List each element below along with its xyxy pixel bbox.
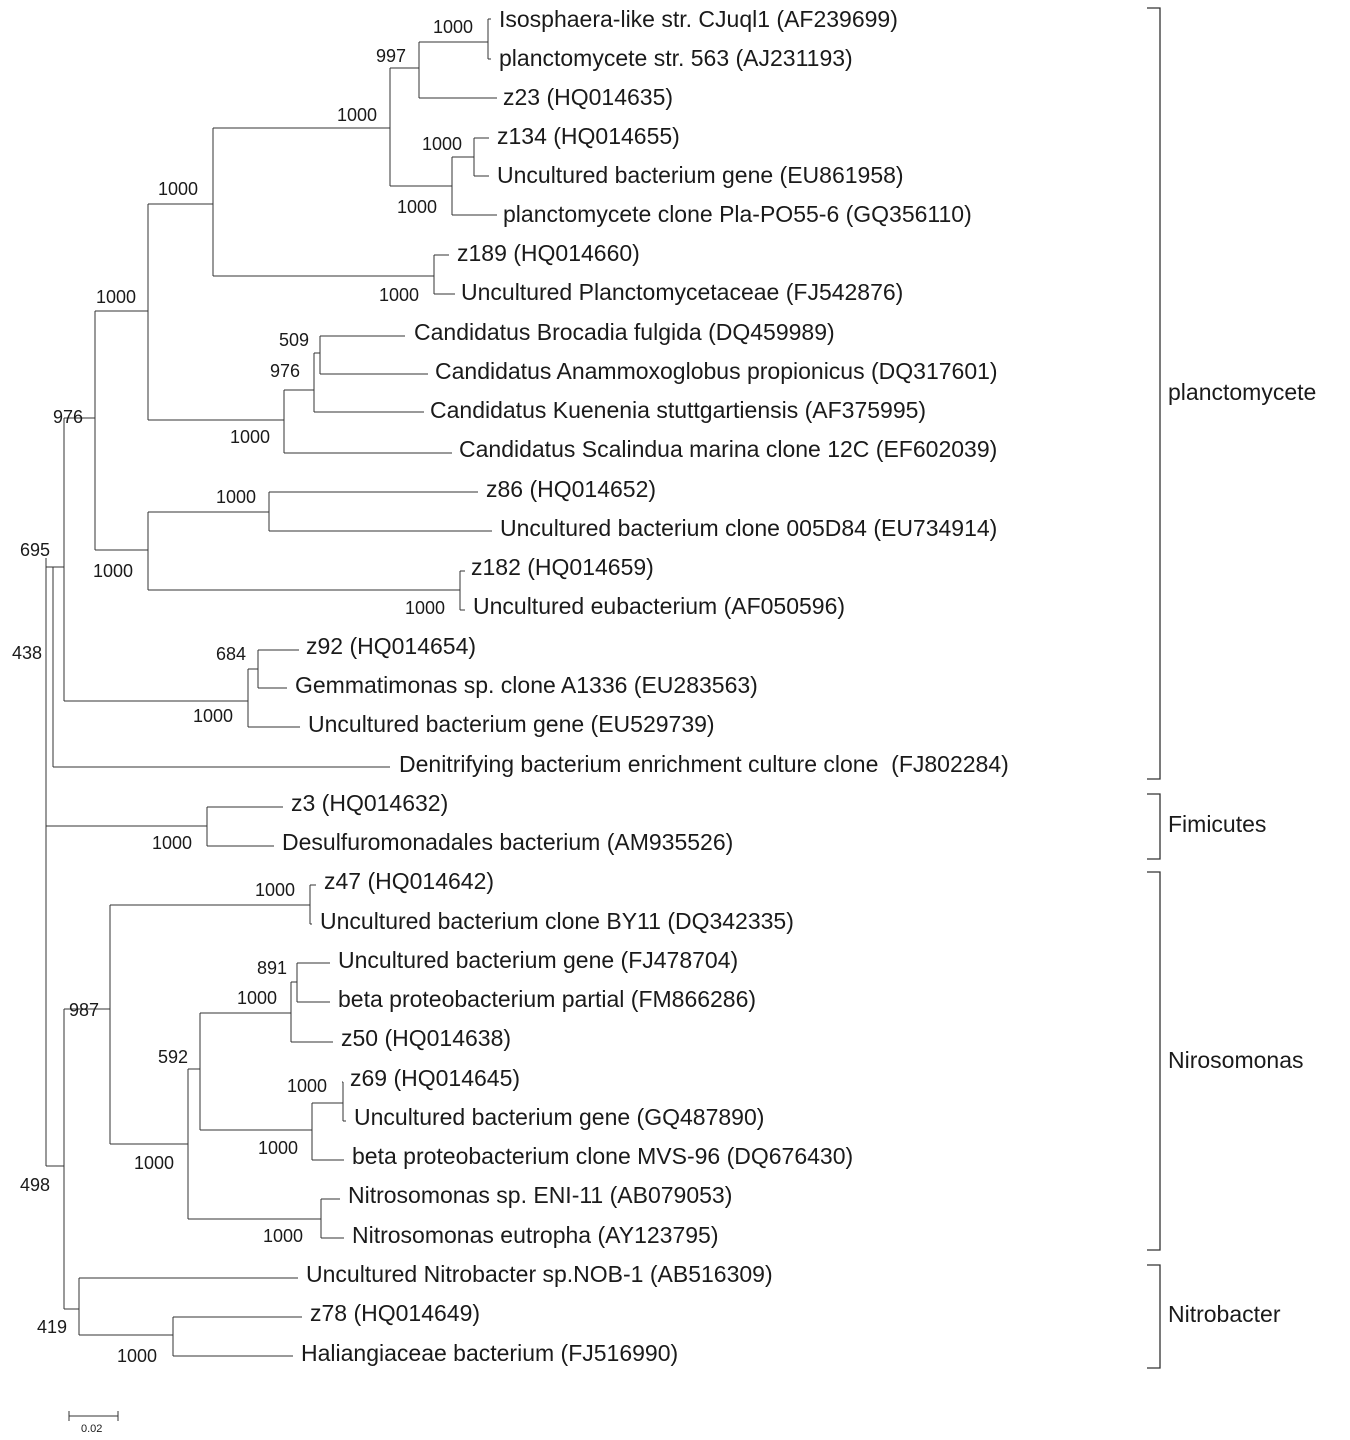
bootstrap-value: 1000 (134, 1153, 174, 1173)
bootstrap-value: 1000 (96, 287, 136, 307)
taxon-label: Nitrosomonas sp. ENI-11 (AB079053) (348, 1182, 732, 1208)
group-bracket (1147, 1264, 1161, 1369)
bootstrap-value: 592 (158, 1047, 188, 1067)
taxon-label: z86 (HQ014652) (486, 476, 656, 502)
taxon-label: Candidatus Scalindua marina clone 12C (E… (459, 436, 997, 462)
bootstrap-value: 1000 (397, 197, 437, 217)
bootstrap-value: 1000 (93, 561, 133, 581)
bootstrap-value: 438 (12, 643, 42, 663)
bootstrap-value: 997 (376, 46, 406, 66)
taxon-label: Uncultured Nitrobacter sp.NOB-1 (AB51630… (306, 1261, 773, 1287)
bootstrap-value: 1000 (255, 880, 295, 900)
bootstrap-value: 498 (20, 1175, 50, 1195)
group-brackets: planctomycete Fimicutes Nirosomonas Nitr… (1147, 7, 1316, 1369)
taxon-label: Candidatus Brocadia fulgida (DQ459989) (414, 319, 835, 345)
bootstrap-value: 1000 (152, 833, 192, 853)
taxon-label: z69 (HQ014645) (350, 1065, 520, 1091)
taxon-label: Uncultured bacterium gene (FJ478704) (338, 947, 738, 973)
taxon-label: Candidatus Anammoxoglobus propionicus (D… (435, 358, 998, 384)
tree-branches (45, 18, 497, 1357)
taxon-label: beta proteobacterium partial (FM866286) (338, 986, 756, 1012)
taxon-label: z47 (HQ014642) (324, 868, 494, 894)
scale-bar: 0.02 (68, 1411, 119, 1435)
taxon-label: Uncultured eubacterium (AF050596) (473, 593, 845, 619)
taxon-label: Desulfuromonadales bacterium (AM935526) (282, 829, 733, 855)
group-bracket (1147, 871, 1161, 1251)
scale-bar-label: 0.02 (81, 1423, 102, 1435)
taxon-label: planctomycete clone Pla-PO55-6 (GQ356110… (503, 201, 972, 227)
bootstrap-value: 976 (53, 407, 83, 427)
bootstrap-value: 1000 (216, 487, 256, 507)
group-label: Nitrobacter (1168, 1301, 1281, 1327)
bootstrap-value: 1000 (237, 988, 277, 1008)
taxon-label: Uncultured bacterium gene (EU861958) (497, 162, 904, 188)
taxon-label: z3 (HQ014632) (291, 790, 448, 816)
bootstrap-value: 695 (20, 540, 50, 560)
taxon-label: z92 (HQ014654) (306, 633, 476, 659)
bootstrap-value: 1000 (258, 1138, 298, 1158)
taxon-label: Gemmatimonas sp. clone A1336 (EU283563) (295, 672, 758, 698)
taxon-label: Uncultured bacterium gene (GQ487890) (354, 1104, 764, 1130)
bootstrap-value: 1000 (337, 105, 377, 125)
taxon-label: Isosphaera-like str. CJuql1 (AF239699) (499, 6, 898, 32)
bootstrap-value: 1000 (158, 179, 198, 199)
taxon-label: z182 (HQ014659) (471, 554, 654, 580)
bootstrap-value: 976 (270, 361, 300, 381)
taxon-label: Nitrosomonas eutropha (AY123795) (352, 1222, 719, 1248)
taxon-label: Haliangiaceae bacterium (FJ516990) (301, 1340, 678, 1366)
group-label: planctomycete (1168, 379, 1316, 405)
bootstrap-value: 1000 (263, 1226, 303, 1246)
taxon-label: Uncultured Planctomycetaceae (FJ542876) (461, 279, 903, 305)
bootstrap-value: 419 (37, 1317, 67, 1337)
taxon-label: Candidatus Kuenenia stuttgartiensis (AF3… (430, 397, 926, 423)
group-label: Nirosomonas (1168, 1047, 1304, 1073)
group-label: Fimicutes (1168, 811, 1266, 837)
taxon-label: z50 (HQ014638) (341, 1025, 511, 1051)
bootstrap-value: 1000 (193, 706, 233, 726)
bootstrap-value: 1000 (422, 134, 462, 154)
taxon-label: z189 (HQ014660) (457, 240, 640, 266)
bootstrap-value: 1000 (117, 1346, 157, 1366)
taxon-label: z23 (HQ014635) (503, 84, 673, 110)
bootstrap-value: 1000 (433, 17, 473, 37)
taxon-label: Uncultured bacterium gene (EU529739) (308, 711, 715, 737)
bootstrap-values: 1000 997 1000 1000 1000 1000 1000 1000 5… (12, 17, 473, 1366)
bootstrap-value: 1000 (287, 1076, 327, 1096)
bootstrap-value: 1000 (230, 427, 270, 447)
taxon-label: Uncultured bacterium clone 005D84 (EU734… (500, 515, 997, 541)
bootstrap-value: 684 (216, 644, 246, 664)
taxon-label: beta proteobacterium clone MVS-96 (DQ676… (352, 1143, 853, 1169)
bootstrap-value: 509 (279, 330, 309, 350)
taxon-label: planctomycete str. 563 (AJ231193) (499, 45, 853, 71)
group-bracket (1147, 7, 1161, 780)
taxon-label: z78 (HQ014649) (310, 1300, 480, 1326)
taxon-label: Denitrifying bacterium enrichment cultur… (399, 751, 1009, 777)
group-bracket (1147, 793, 1161, 860)
bootstrap-value: 1000 (379, 285, 419, 305)
bootstrap-value: 987 (69, 1000, 99, 1020)
taxon-label: Uncultured bacterium clone BY11 (DQ34233… (320, 908, 794, 934)
taxon-labels: Isosphaera-like str. CJuql1 (AF239699) p… (282, 6, 1009, 1366)
bootstrap-value: 891 (257, 958, 287, 978)
taxon-label: z134 (HQ014655) (497, 123, 680, 149)
bootstrap-value: 1000 (405, 598, 445, 618)
